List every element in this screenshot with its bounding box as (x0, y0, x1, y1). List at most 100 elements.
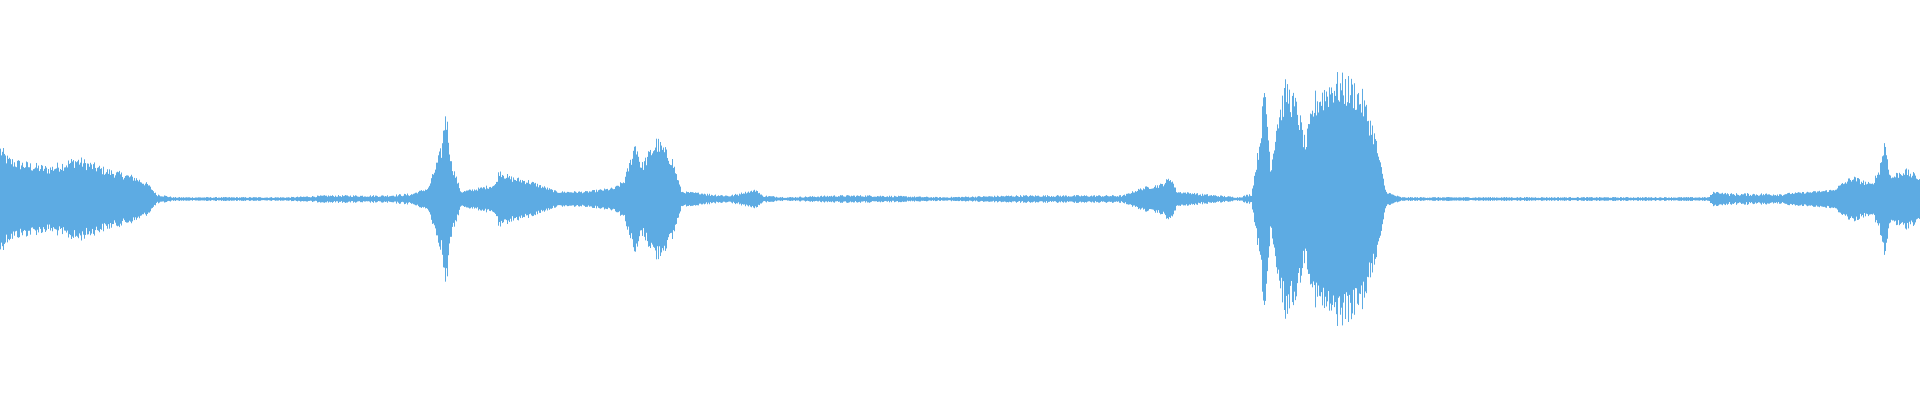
waveform-bar (1719, 193, 1720, 205)
waveform-bar (533, 182, 534, 216)
waveform-bar (1355, 109, 1356, 289)
waveform-bar (1688, 197, 1689, 201)
waveform-bar (863, 196, 864, 202)
waveform-bar (508, 177, 509, 221)
waveform-bar (510, 179, 511, 219)
waveform-bar (913, 197, 914, 201)
waveform-bar (1519, 197, 1520, 201)
waveform-bar (1389, 192, 1390, 206)
waveform-bar (1069, 196, 1070, 202)
waveform-bar (926, 196, 927, 202)
waveform-bar (1081, 195, 1082, 203)
waveform-bar (1752, 194, 1753, 204)
waveform-bar (1414, 197, 1415, 201)
waveform-bar (1568, 197, 1569, 201)
waveform-bar (1349, 103, 1350, 295)
waveform-bar (680, 186, 681, 212)
waveform-bar (279, 197, 280, 201)
waveform-bar (1205, 194, 1206, 204)
waveform-bar (1611, 197, 1612, 201)
waveform-bar (1857, 178, 1858, 220)
waveform-bar (1086, 195, 1087, 203)
waveform-bar (1525, 197, 1526, 201)
waveform-bar (438, 155, 439, 243)
waveform-bar (768, 196, 769, 202)
waveform-bar (1500, 197, 1501, 201)
waveform-bar (267, 197, 268, 201)
waveform-bar (352, 196, 353, 202)
waveform-bar (1870, 183, 1871, 215)
waveform-bar (591, 191, 592, 207)
waveform-bar (811, 196, 812, 202)
waveform-bar (1612, 197, 1613, 201)
waveform-bar (1456, 197, 1457, 201)
waveform-bar (76, 162, 77, 236)
waveform-bar (1368, 120, 1369, 278)
waveform-bar (527, 182, 528, 216)
waveform-bar (331, 196, 332, 202)
waveform-bar (401, 195, 402, 203)
waveform-bar (229, 197, 230, 201)
waveform-bar (1035, 195, 1036, 203)
waveform-bar (1222, 196, 1223, 202)
waveform-bar (1872, 183, 1873, 215)
waveform-bar (1448, 197, 1449, 201)
waveform-bar (1651, 197, 1652, 201)
waveform-bar (1080, 196, 1081, 202)
waveform-bar (425, 189, 426, 209)
waveform-bar (393, 195, 394, 203)
waveform-bar (1687, 197, 1688, 201)
waveform-bar (174, 197, 175, 201)
waveform-bar (274, 197, 275, 201)
waveform-bar (1396, 196, 1397, 202)
waveform-bar (1654, 197, 1655, 201)
waveform-bar (777, 197, 778, 201)
waveform-bar (1289, 89, 1290, 309)
waveform-bar (1019, 197, 1020, 201)
waveform-bar (1408, 197, 1409, 201)
waveform-bar (1179, 192, 1180, 206)
waveform-bar (1262, 106, 1263, 292)
waveform-bar (557, 192, 558, 206)
waveform-bar (1894, 176, 1895, 222)
waveform-bar (491, 187, 492, 211)
waveform-bar (886, 196, 887, 202)
waveform-bar (1234, 197, 1235, 201)
waveform-bar (978, 196, 979, 202)
waveform-bar (818, 196, 819, 202)
waveform-bar (374, 196, 375, 202)
waveform-bar (1300, 115, 1301, 283)
waveform-bar (1252, 188, 1253, 210)
waveform-bar (1056, 195, 1057, 203)
waveform-bar (1347, 102, 1348, 296)
waveform-bar (333, 196, 334, 202)
waveform-bar (1219, 197, 1220, 201)
waveform-bar (86, 170, 87, 228)
waveform-bar (1083, 195, 1084, 203)
waveform-bar (739, 193, 740, 205)
waveform-bar (1327, 96, 1328, 302)
waveform-bar (1250, 195, 1251, 203)
waveform-bar (1483, 197, 1484, 201)
waveform-bar (1704, 197, 1705, 201)
waveform-bar (1702, 197, 1703, 201)
waveform-bar (371, 196, 372, 202)
waveform-bar (84, 159, 85, 239)
waveform-bar (1369, 135, 1370, 263)
waveform-bar (934, 197, 935, 201)
waveform-bar (1625, 197, 1626, 201)
waveform-bar (1469, 197, 1470, 201)
waveform-bar (245, 197, 246, 201)
waveform-bar (1090, 196, 1091, 202)
waveform-bar (418, 191, 419, 207)
waveform-bar (1880, 163, 1881, 235)
waveform-bar (1185, 192, 1186, 206)
waveform-bar (348, 196, 349, 202)
waveform-bar (289, 197, 290, 201)
waveform-bar (1032, 195, 1033, 203)
waveform-bar (1392, 194, 1393, 204)
waveform-bar (1664, 197, 1665, 201)
waveform-bar (636, 154, 637, 244)
waveform-bar (1295, 97, 1296, 301)
waveform-bar (815, 196, 816, 202)
